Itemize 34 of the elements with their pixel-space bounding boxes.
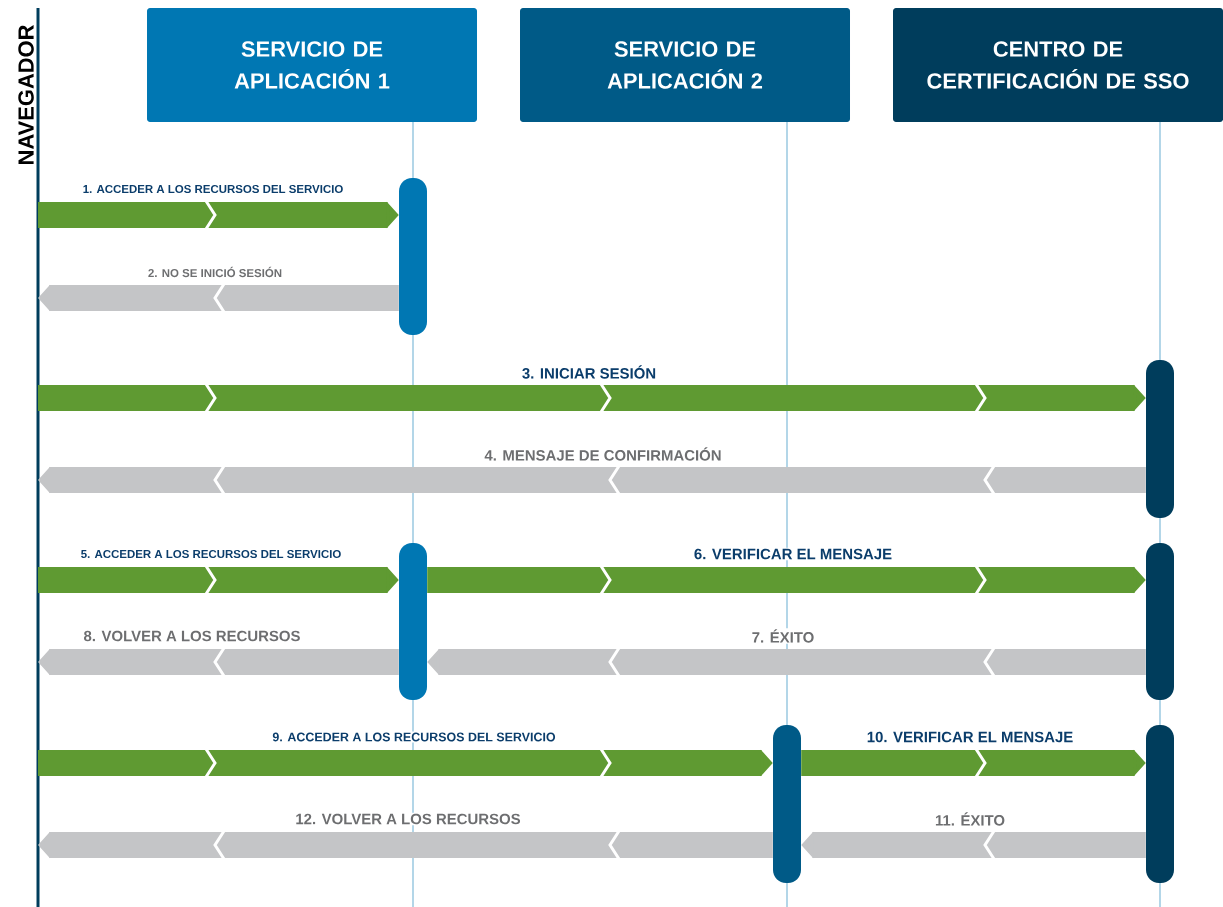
arrow bbox=[38, 830, 773, 860]
edge-label: 2. NO SE INICIÓ SESIÓN bbox=[146, 265, 284, 279]
participant-box: CENTRO DE CERTIFICACIÓN DE SSO bbox=[893, 8, 1223, 122]
edge-label: 1. ACCEDER A LOS RECURSOS DEL SERVICIO bbox=[81, 183, 345, 195]
arrow bbox=[38, 647, 399, 677]
arrow bbox=[38, 565, 399, 595]
activation-bar bbox=[773, 725, 801, 883]
arrow bbox=[38, 200, 399, 230]
arrow bbox=[38, 748, 773, 778]
arrow bbox=[801, 830, 1146, 860]
edge-label: 4. MENSAJE DE CONFIRMACIÓN bbox=[483, 446, 723, 462]
participant-box: SERVICIO DE APLICACIÓN 2 bbox=[520, 8, 850, 122]
edge-label: 12. VOLVER A LOS RECURSOS bbox=[294, 812, 522, 826]
arrow bbox=[801, 748, 1146, 778]
activation-bar bbox=[399, 178, 427, 335]
arrow bbox=[427, 647, 1146, 677]
edge-label: 5. ACCEDER A LOS RECURSOS DEL SERVICIO bbox=[79, 548, 343, 560]
edge-label: 7. ÉXITO bbox=[750, 628, 816, 644]
edge-label: 10. VERIFICAR EL MENSAJE bbox=[865, 730, 1075, 744]
arrow bbox=[427, 565, 1146, 595]
arrow bbox=[38, 465, 1146, 495]
activation-bar bbox=[399, 543, 427, 700]
edge-label: 9. ACCEDER A LOS RECURSOS DEL SERVICIO bbox=[271, 731, 557, 743]
activation-bar bbox=[1146, 543, 1174, 700]
activation-bar bbox=[1146, 725, 1174, 883]
arrow bbox=[38, 383, 1146, 413]
edge-label: 11. ÉXITO bbox=[934, 811, 1007, 827]
arrow bbox=[38, 283, 399, 313]
edge-label: 8. VOLVER A LOS RECURSOS bbox=[82, 629, 302, 643]
lifeline-label: NAVEGADOR bbox=[18, 25, 34, 164]
participant-box: SERVICIO DE APLICACIÓN 1 bbox=[147, 8, 477, 122]
edge-label: 6. VERIFICAR EL MENSAJE bbox=[692, 547, 894, 561]
activation-bar bbox=[1146, 360, 1174, 518]
edge-label: 3. INICIAR SESIÓN bbox=[520, 364, 658, 380]
